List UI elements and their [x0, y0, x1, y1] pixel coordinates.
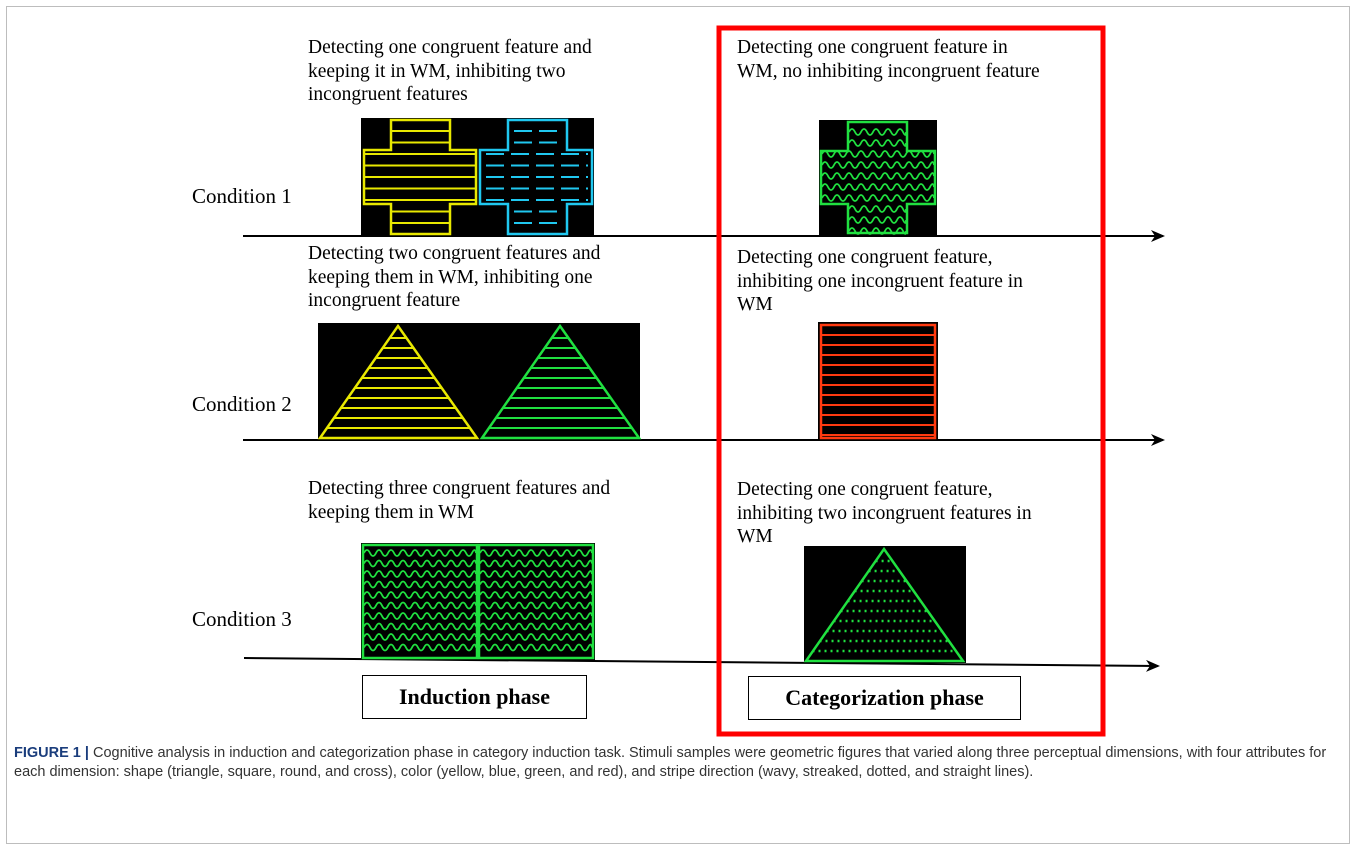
stripe-wave	[848, 139, 907, 147]
stimulus-c3-categorization	[803, 546, 966, 663]
stripe-wave	[479, 591, 593, 599]
condition-3-categorization-text: Detecting one congruent feature, inhibit…	[737, 479, 1032, 547]
categorization-phase-label: Categorization phase	[785, 685, 984, 710]
stimulus-c1-categorization	[819, 120, 937, 235]
induction-phase-box: Induction phase	[362, 675, 587, 719]
stripe-wave	[363, 633, 477, 641]
figure-frame	[6, 6, 1350, 844]
stripe-wave	[821, 183, 935, 191]
stripe-wave	[479, 580, 593, 589]
stripe-wave	[479, 559, 593, 568]
stripe-wave	[479, 612, 593, 620]
stripe-wave	[848, 205, 907, 213]
figure-caption: FIGURE 1 | Cognitive analysis in inducti…	[14, 744, 1332, 782]
stripe-wave	[821, 161, 935, 169]
stripe-wave	[363, 570, 477, 578]
stripe-wave	[363, 601, 477, 610]
condition-2-label: Condition 2	[192, 392, 292, 416]
stripe-wave	[479, 601, 593, 610]
caption-text: Cognitive analysis in induction and cate…	[14, 745, 1327, 780]
stripe-wave	[363, 612, 477, 620]
stripe-wave	[821, 172, 935, 180]
condition-3-label: Condition 3	[192, 607, 292, 631]
stripe-wave	[363, 549, 477, 557]
caption-label: FIGURE 1 |	[14, 745, 89, 761]
stripe-wave	[363, 622, 477, 631]
induction-phase-label: Induction phase	[398, 684, 550, 709]
categorization-highlight-box	[716, 25, 1106, 737]
stripe-wave	[479, 643, 593, 652]
categorization-phase-box: Categorization phase	[748, 676, 1021, 720]
condition-1-induction-text: Detecting one congruent feature and keep…	[308, 37, 592, 105]
stripe-wave	[363, 643, 477, 652]
stimulus-c3-induction	[361, 543, 595, 660]
stimulus-c2-induction	[317, 323, 642, 440]
condition-2-categorization-text: Detecting one congruent feature, inhibit…	[737, 247, 1023, 315]
stripe-wave	[821, 194, 935, 202]
condition-2-induction-text: Detecting two congruent features and kee…	[308, 243, 601, 311]
stripe-wave	[363, 559, 477, 568]
stripe-wave	[479, 622, 593, 631]
stripe-wave	[848, 128, 907, 136]
condition-1-categorization-text: Detecting one congruent feature in WM, n…	[737, 37, 1040, 82]
stripe-wave	[363, 591, 477, 599]
diagram-canvas	[243, 25, 1165, 737]
condition-3-induction-text: Detecting three congruent features and k…	[308, 478, 611, 523]
stripe-wave	[821, 150, 935, 158]
stimulus-c1-induction	[361, 118, 594, 236]
stimulus-c2-categorization	[818, 322, 938, 440]
stripe-wave	[479, 549, 593, 557]
stripe-wave	[363, 580, 477, 589]
stripe-wave	[479, 633, 593, 641]
stripe-wave	[479, 570, 593, 578]
stripe-wave	[848, 216, 907, 224]
condition-1-label: Condition 1	[192, 184, 292, 208]
